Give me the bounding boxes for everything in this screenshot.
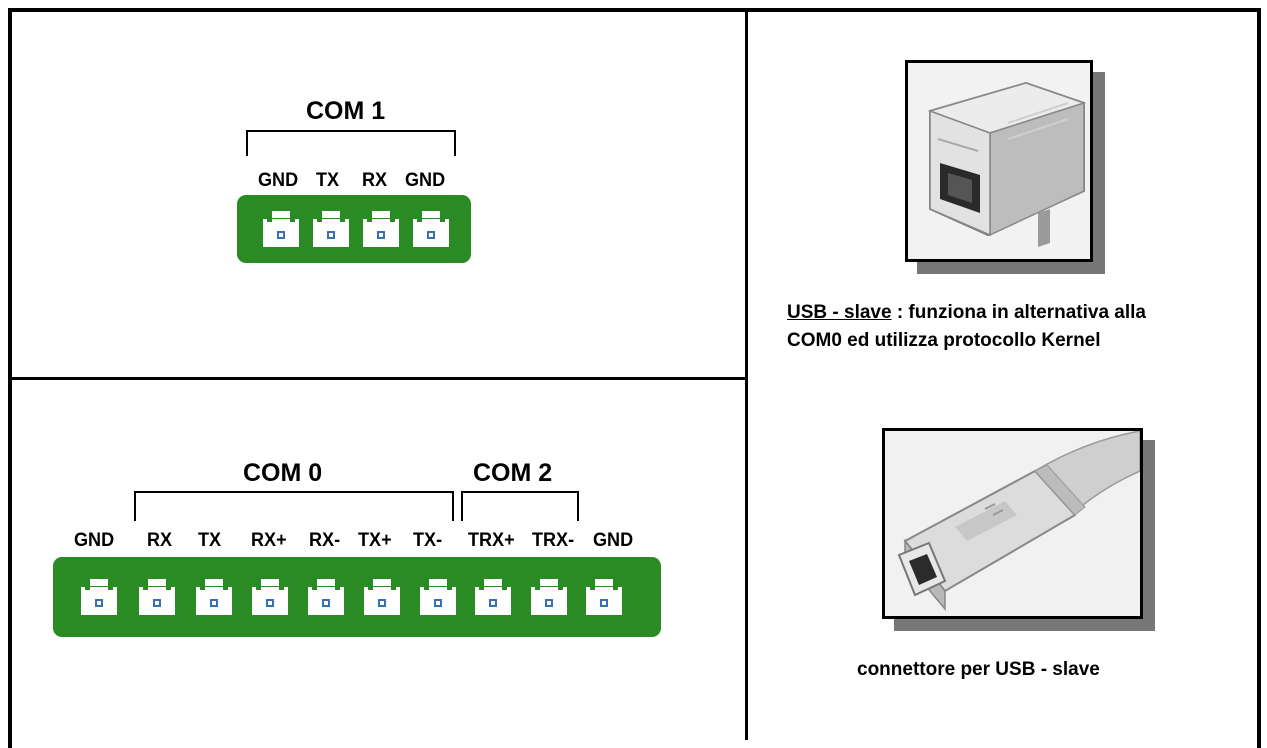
com1-terminal-block <box>237 195 471 263</box>
terminal-socket <box>531 579 567 615</box>
com0-title: COM 0 <box>243 459 323 487</box>
bottom-pin-label: TX+ <box>358 530 392 551</box>
bottom-pin-label: TX <box>198 530 222 551</box>
terminal-socket <box>81 579 117 615</box>
terminal-socket <box>196 579 232 615</box>
com1-pin-label: RX <box>362 170 388 191</box>
terminal-socket <box>420 579 456 615</box>
usb-b-receptacle-icon <box>908 63 1090 259</box>
terminal-socket <box>364 579 400 615</box>
vertical-divider <box>745 8 748 740</box>
usb-slave-description: USB - slave : funziona in alternativa al… <box>787 299 1146 355</box>
usb-receptacle-photo <box>905 60 1093 262</box>
com1-title: COM 1 <box>306 97 386 125</box>
bottom-pin-label: RX+ <box>251 530 287 551</box>
terminal-socket <box>475 579 511 615</box>
bottom-pin-label: GND <box>74 530 115 551</box>
com0-bracket <box>134 491 454 521</box>
bottom-pin-label: TX- <box>413 530 443 551</box>
bottom-pin-label: RX- <box>309 530 341 551</box>
usb-plug-caption: connettore per USB - slave <box>857 659 1100 680</box>
com1-pin-label: GND <box>405 170 446 191</box>
terminal-socket <box>308 579 344 615</box>
terminal-socket <box>413 211 449 247</box>
horizontal-divider <box>8 377 748 380</box>
terminal-socket <box>252 579 288 615</box>
com2-bracket <box>461 491 579 521</box>
usb-slave-text-line2: COM0 ed utilizza protocollo Kernel <box>787 330 1101 351</box>
bottom-pin-label: TRX- <box>532 530 575 551</box>
usb-plug-photo <box>882 428 1143 619</box>
bottom-pin-label: RX <box>147 530 173 551</box>
com1-bracket <box>246 130 456 156</box>
terminal-socket <box>139 579 175 615</box>
terminal-socket <box>586 579 622 615</box>
usb-slave-label: USB - slave <box>787 302 892 323</box>
terminal-socket <box>263 211 299 247</box>
usb-slave-text: : funziona in alternativa alla <box>891 302 1146 323</box>
com2-title: COM 2 <box>473 459 553 487</box>
bottom-pin-label: GND <box>593 530 634 551</box>
com0-com2-terminal-block <box>53 557 661 637</box>
usb-b-plug-icon <box>885 431 1140 616</box>
terminal-socket <box>313 211 349 247</box>
com1-pin-label: TX <box>316 170 340 191</box>
com1-pin-label: GND <box>258 170 299 191</box>
terminal-socket <box>363 211 399 247</box>
bottom-pin-label: TRX+ <box>468 530 515 551</box>
